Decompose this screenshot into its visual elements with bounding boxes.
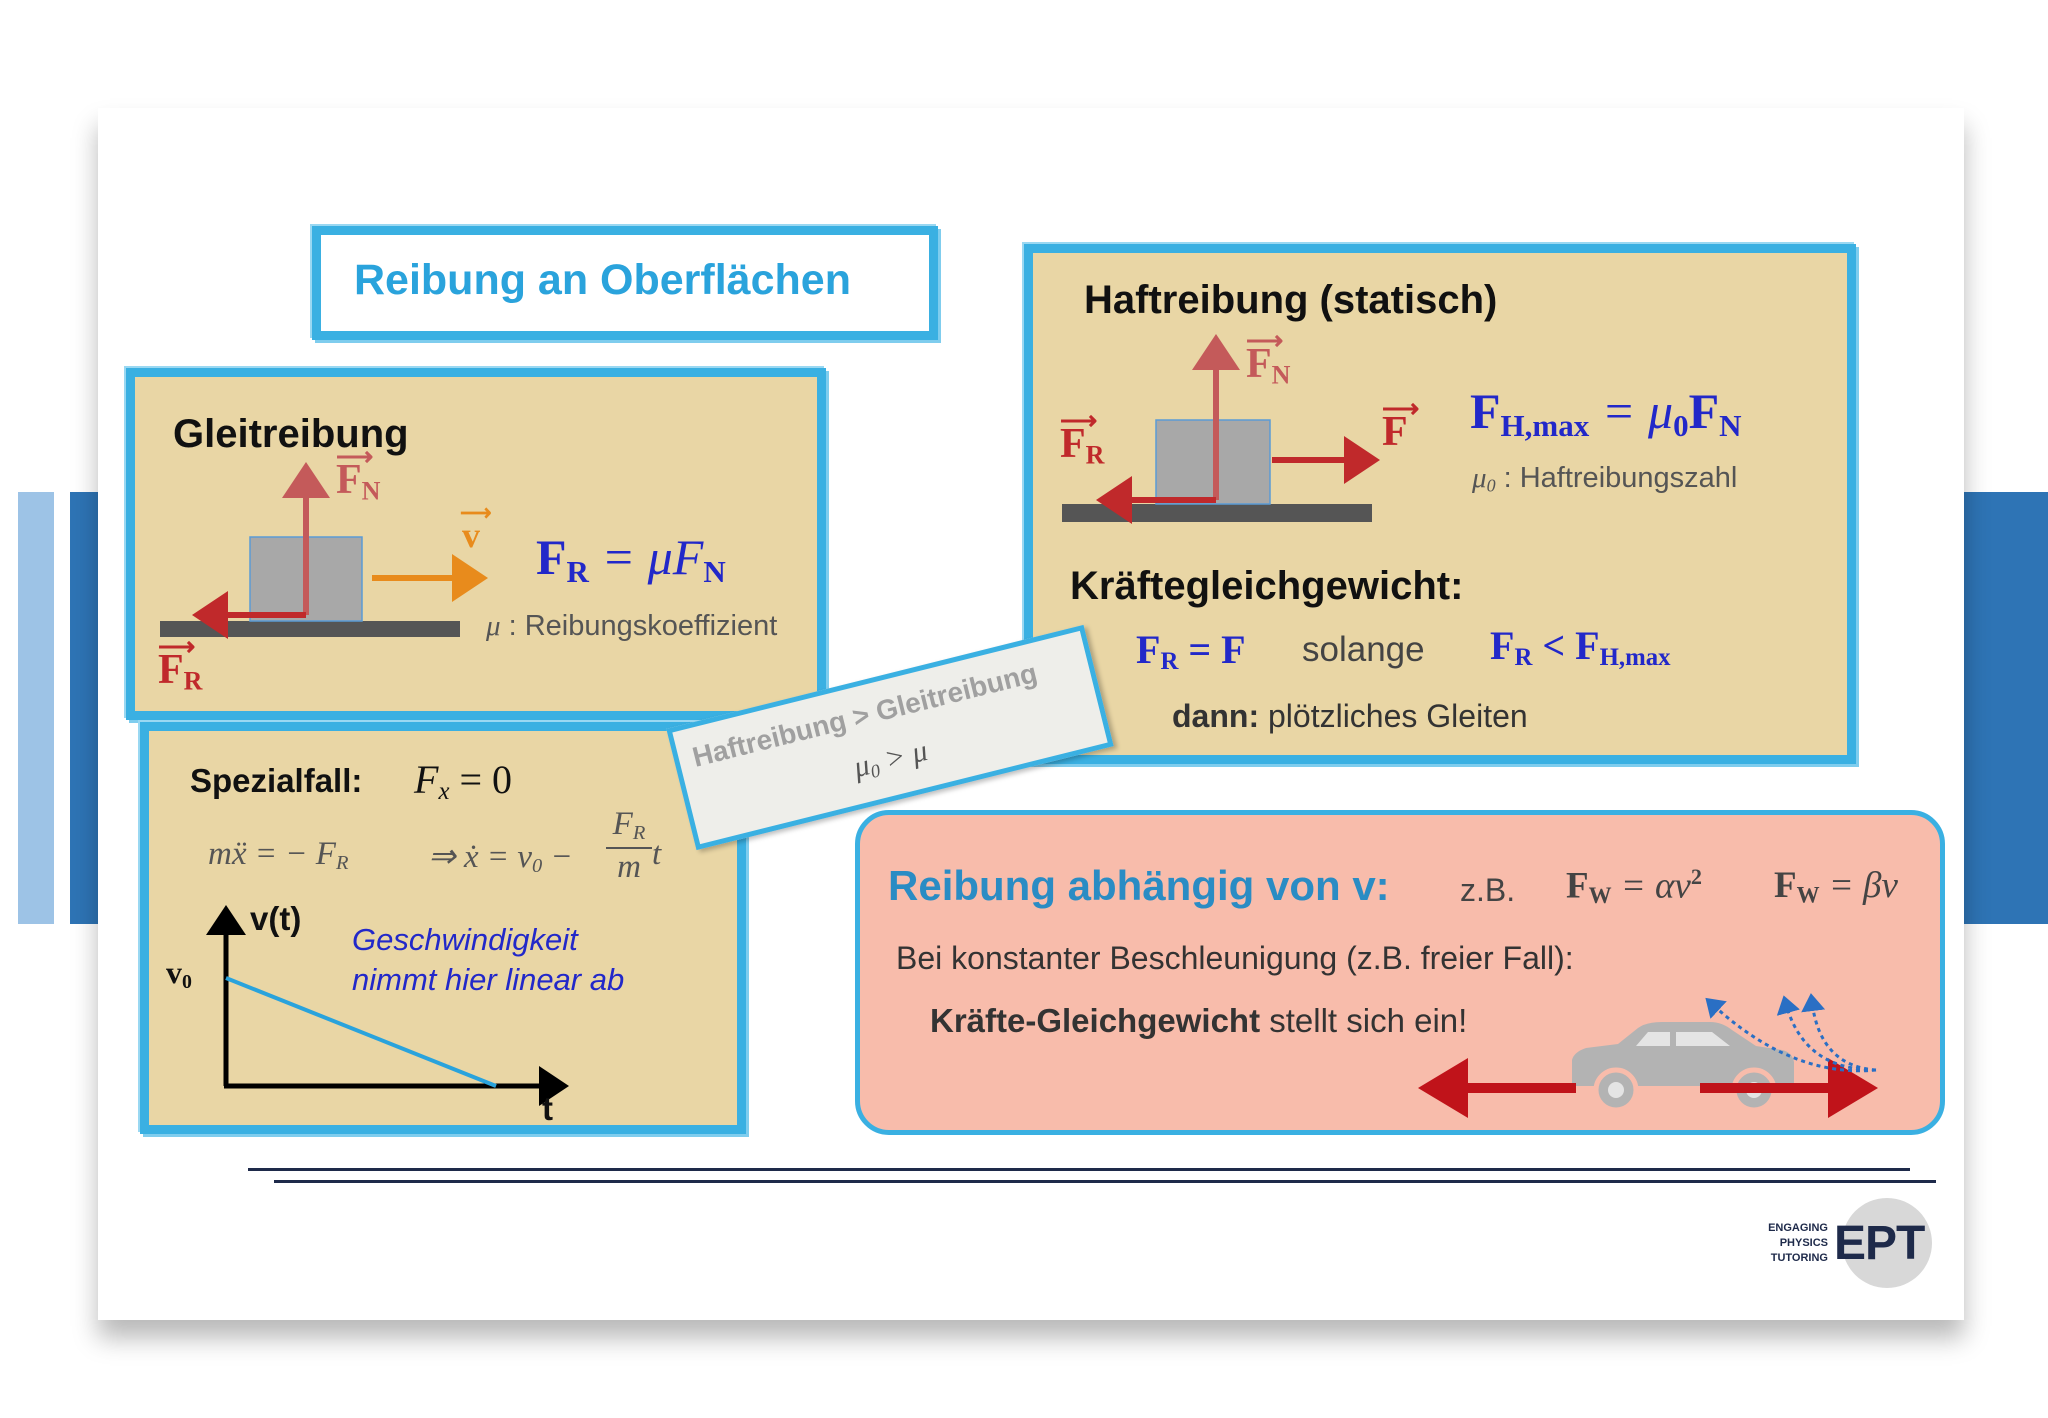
motion-equation-fraction: FR m — [606, 806, 652, 886]
haft-f-label: ⟶F — [1382, 394, 1420, 455]
drag-line2: Kräfte-Gleichgewicht stellt sich ein! — [930, 1002, 1468, 1039]
bottom-line-2 — [274, 1180, 1936, 1183]
title-box — [312, 226, 938, 340]
bottom-line-1 — [248, 1168, 1910, 1171]
gleit-v-label: ⟶v — [460, 500, 492, 555]
haftreibung-diagram — [1062, 334, 1380, 524]
graph-axis-y-label: v(t) — [250, 900, 302, 937]
page-title: Reibung an Oberflächen — [354, 256, 851, 304]
gleit-equation: FR = μFN — [536, 529, 726, 589]
ground-bar — [160, 621, 460, 637]
motion-equation-left: mẍ = − FR — [208, 836, 349, 875]
graph-axis-x-label: t — [542, 1090, 553, 1127]
gleitreibung-heading: Gleitreibung — [173, 412, 409, 456]
haft-mu-caption: μ0 : Haftreibungszahl — [1472, 462, 1738, 496]
graph-note-line2: nimmt hier linear ab — [352, 962, 625, 997]
side-bar-left-light — [18, 492, 54, 924]
gleitreibung-panel — [126, 368, 826, 720]
balance-condition-a: FR = F — [1136, 627, 1246, 676]
drag-zb: z.B. — [1460, 872, 1516, 908]
side-bar-right — [1962, 492, 2048, 924]
velocity-time-graph — [206, 905, 569, 1106]
haft-fr-label: ⟶FR — [1060, 406, 1105, 470]
logo-circle — [1842, 1198, 1932, 1288]
ground-bar — [1062, 504, 1372, 522]
drag-formula-1: FW = αv2 — [1566, 864, 1702, 909]
spezialfall-label: Spezialfall: — [190, 762, 363, 799]
drag-heading: Reibung abhängig von v: — [888, 862, 1390, 909]
gleitreibung-diagram — [160, 462, 488, 639]
side-bar-left — [70, 492, 102, 924]
motion-equation-right: ⇒ ẋ = v0 − — [428, 839, 573, 878]
drag-formula-2: FW = βv — [1774, 865, 1898, 908]
solange-label: solange — [1302, 630, 1425, 669]
ept-logo: ENGAGING PHYSICS TUTORING EPT — [1762, 1196, 1938, 1292]
balance-condition-b: FR < FH,max — [1490, 623, 1671, 672]
graph-v0-label: v0 — [166, 954, 192, 993]
logo-line1: ENGAGING — [1768, 1222, 1828, 1234]
balance-heading: Kräftegleichgewicht: — [1070, 564, 1464, 608]
drag-line1: Bei konstanter Beschleunigung (z.B. frei… — [896, 940, 1574, 976]
comparison-note-line2: μ0 > μ — [850, 733, 931, 785]
haft-equation: FH,max = μ0FN — [1470, 383, 1742, 443]
velocity-line — [225, 976, 497, 1088]
graph-note-line1: Geschwindigkeit — [352, 922, 578, 957]
logo-line2: PHYSICS — [1779, 1237, 1828, 1249]
gleit-mu-caption: μ : Reibungskoeffizient — [486, 610, 778, 642]
motion-equation-t: t — [652, 836, 662, 872]
car-diagram — [1418, 993, 1878, 1118]
logo-line3: TUTORING — [1770, 1252, 1828, 1264]
gleit-fn-label: ⟶FN — [336, 442, 381, 506]
dann-line: dann: plötzliches Gleiten — [1172, 698, 1528, 734]
haft-fn-label: ⟶FN — [1246, 326, 1291, 390]
spezialfall-condition: Fx = 0 — [414, 757, 513, 806]
logo-mark: EPT — [1834, 1217, 1925, 1270]
haftreibung-heading: Haftreibung (statisch) — [1084, 278, 1498, 322]
gleit-fr-label: ⟶FR — [158, 632, 203, 696]
car-icon — [1572, 1022, 1794, 1113]
airflow-arrows — [1705, 993, 1877, 1073]
